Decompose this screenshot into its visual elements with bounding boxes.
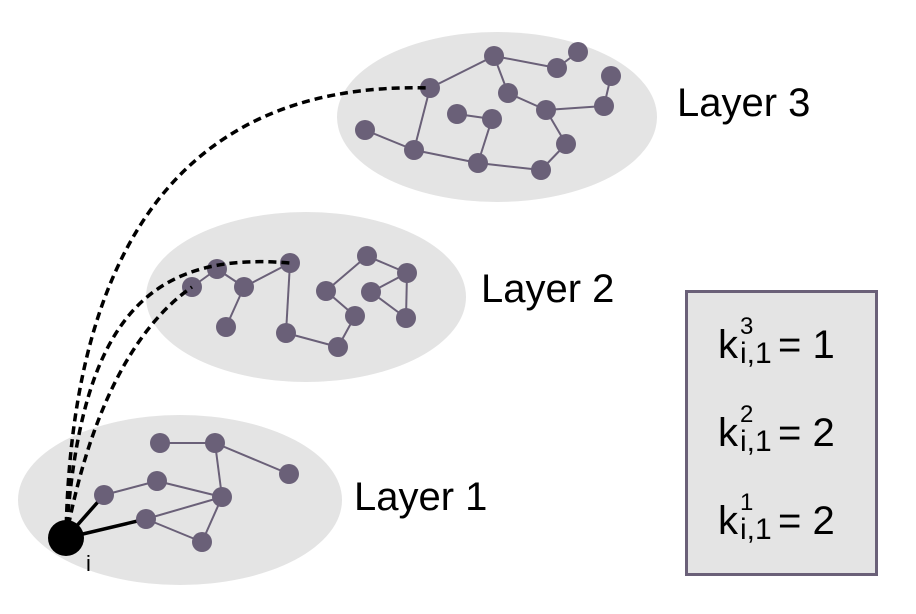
degree-k: k	[718, 411, 738, 455]
degree-superscript: 2	[740, 401, 754, 428]
degree-value: = 1	[778, 323, 835, 367]
degree-subscript: i,1	[740, 513, 772, 546]
inter-layer-links	[64, 86, 431, 539]
layer-3-nodes	[355, 42, 621, 180]
degree-superscript: 1	[740, 489, 754, 516]
degree-k: k	[718, 499, 738, 543]
layer-2-plane	[146, 212, 466, 382]
degree-value: = 2	[778, 411, 835, 455]
layer-2-label: Layer 2	[481, 267, 614, 311]
layer-1-plane	[18, 415, 342, 585]
layer-1-label: Layer 1	[354, 475, 487, 519]
degree-superscript: 3	[740, 313, 754, 340]
layer-2-nodes	[182, 246, 417, 357]
node-i	[48, 520, 84, 556]
node-i-label: i	[86, 551, 91, 576]
link-i-to-layer-2-a	[64, 260, 291, 539]
degree-k: k	[718, 323, 738, 367]
degree-subscript: i,1	[740, 337, 772, 370]
link-i-to-layer-3	[64, 86, 431, 539]
layer-3-label: Layer 3	[677, 81, 810, 125]
layer-1-nodes	[94, 433, 299, 552]
degree-subscript: i,1	[740, 425, 772, 458]
link-i-to-layer-2-b	[64, 285, 193, 539]
degree-value: = 2	[778, 499, 835, 543]
